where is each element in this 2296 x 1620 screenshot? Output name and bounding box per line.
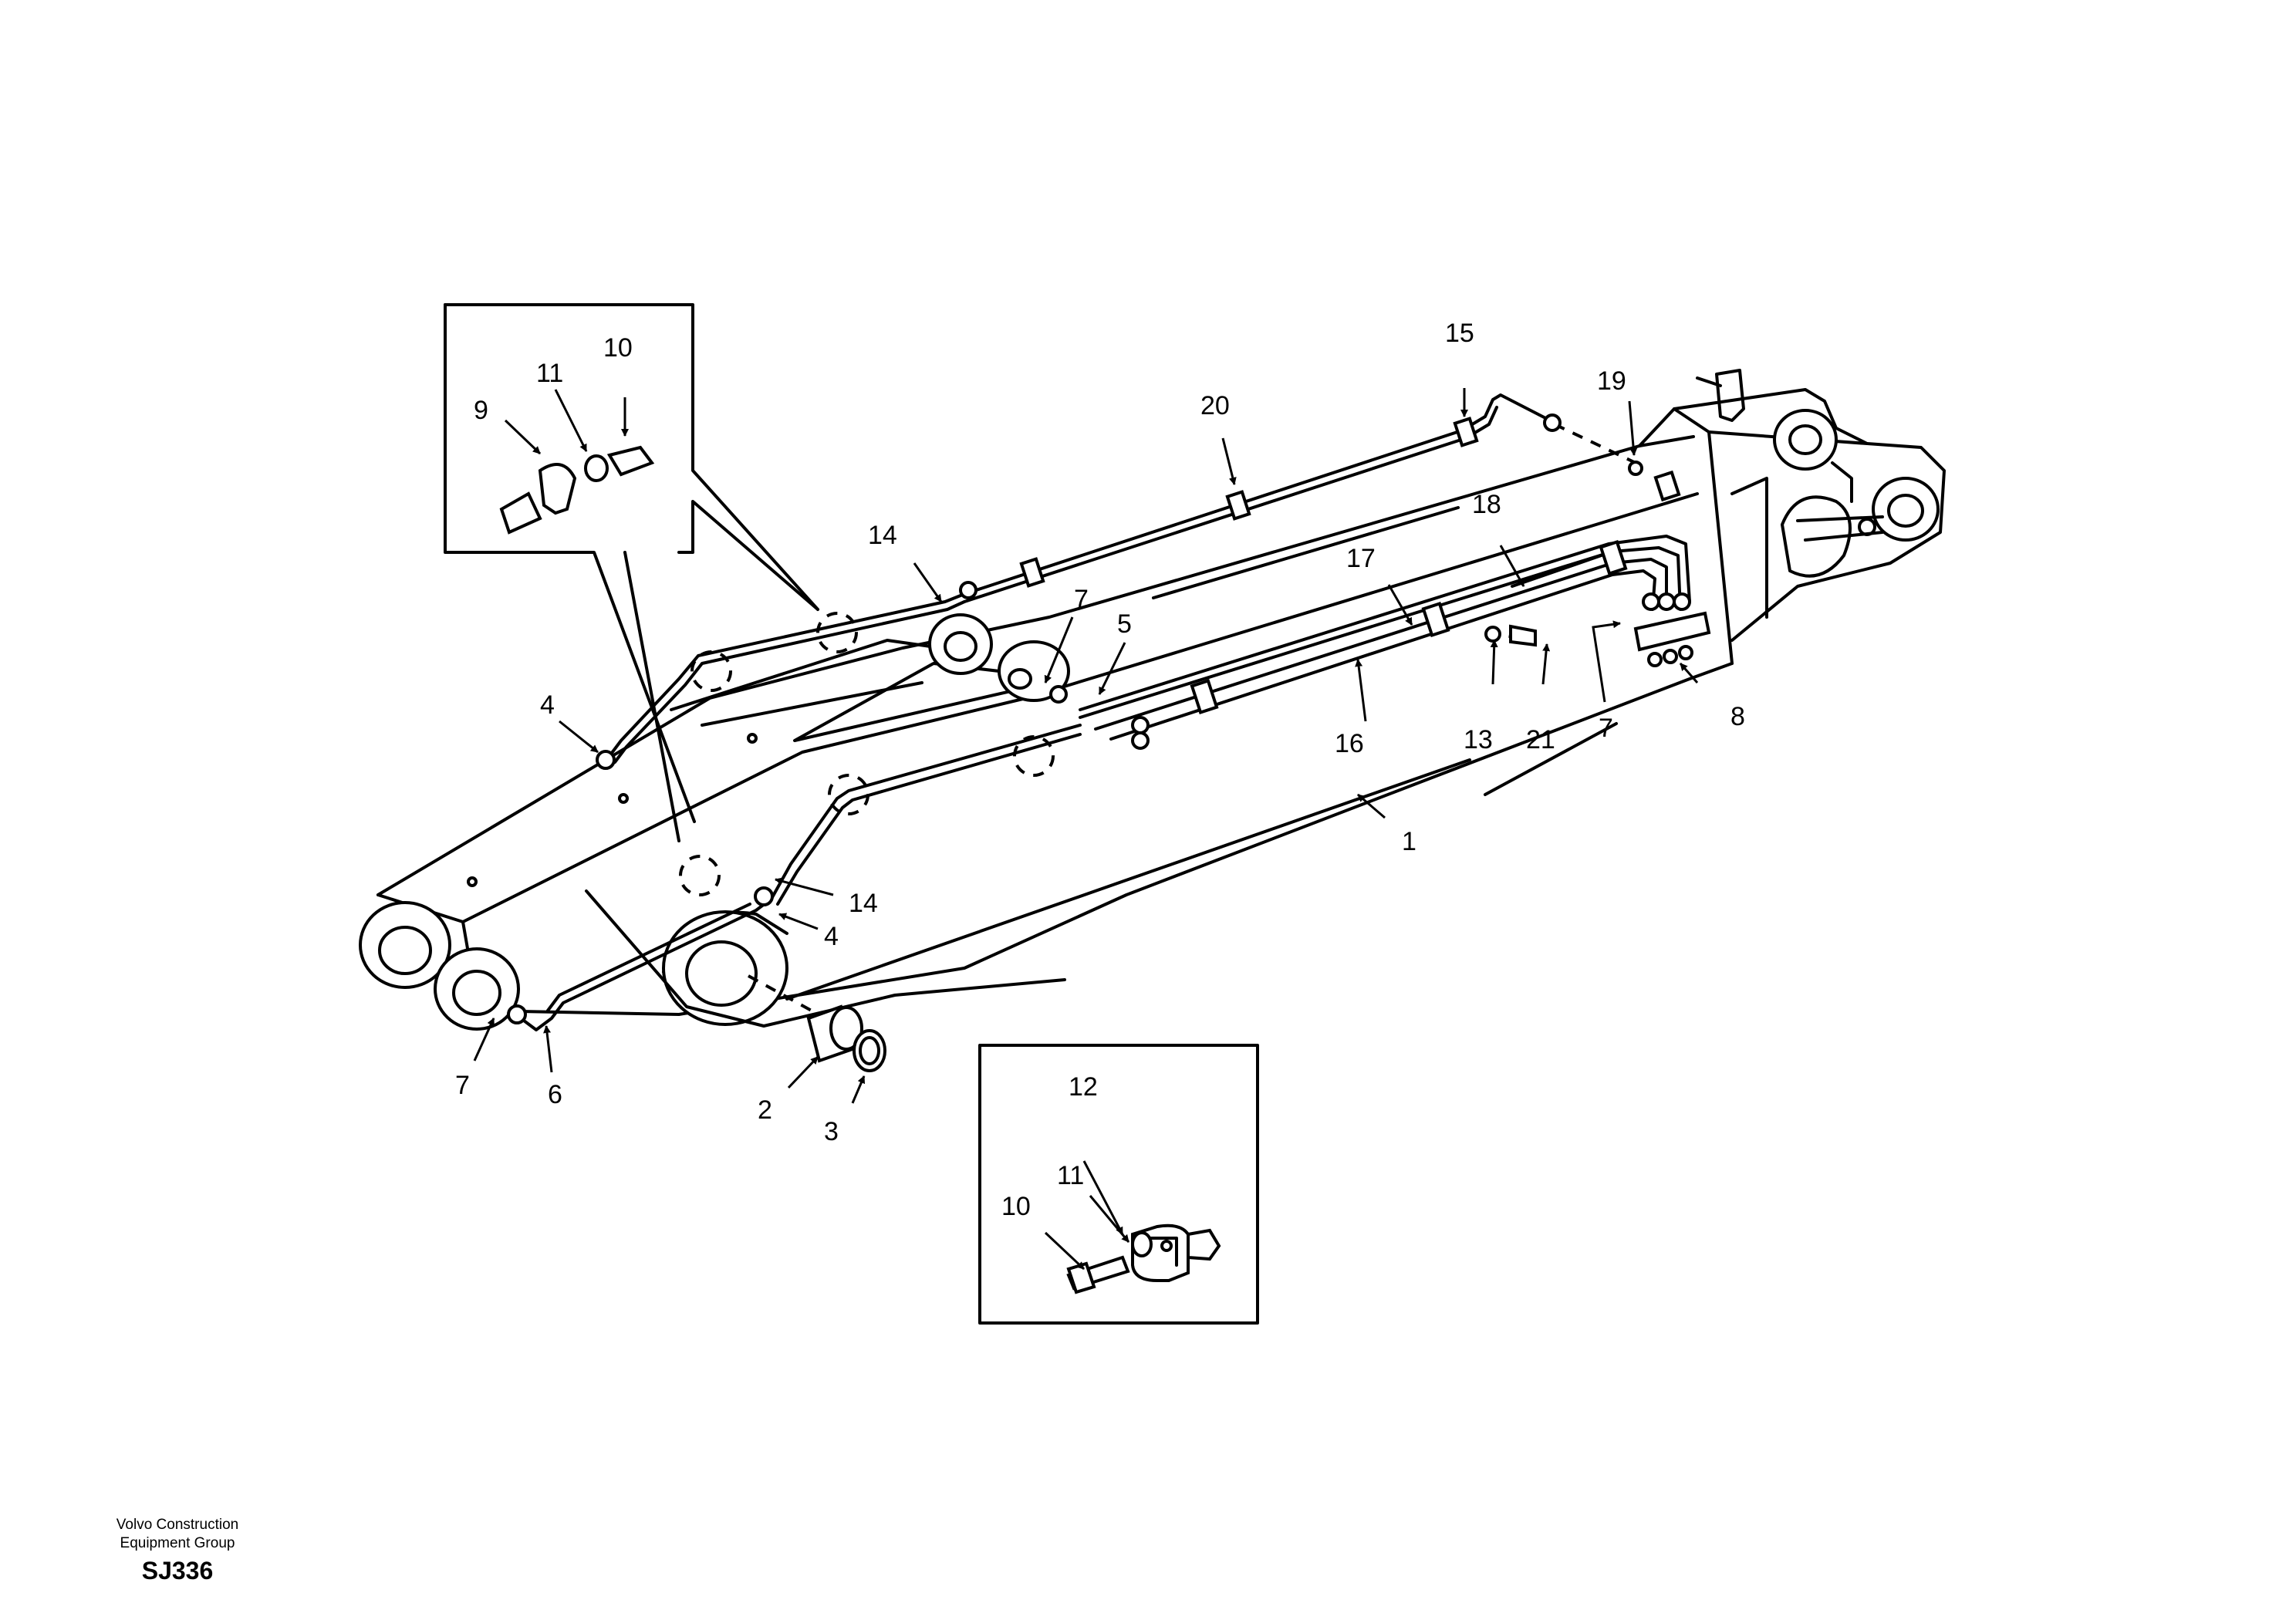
callout-11-lower: 11 xyxy=(1057,1161,1084,1190)
callout-11-upper: 11 xyxy=(536,359,563,388)
callout-8: 8 xyxy=(1730,702,1745,731)
callout-5: 5 xyxy=(1117,609,1132,639)
callout-10-lower: 10 xyxy=(1001,1192,1031,1221)
callout-14-upper: 14 xyxy=(868,521,897,550)
callout-1: 1 xyxy=(1402,827,1416,856)
publisher-line-2: Equipment Group xyxy=(120,1535,235,1551)
callout-10-upper: 10 xyxy=(603,333,633,363)
boom-tip xyxy=(1638,369,1946,665)
detail-box-lower xyxy=(978,1044,1259,1325)
callout-17: 17 xyxy=(1346,544,1376,573)
callout-6: 6 xyxy=(548,1080,562,1109)
detail-box-upper xyxy=(444,303,819,842)
callout-7-right: 7 xyxy=(1599,714,1613,743)
callout-labels: 1 2 3 4 4 5 6 7 7 7 8 9 10 10 11 11 12 1… xyxy=(455,319,1745,1221)
callout-7-top: 7 xyxy=(1074,585,1089,614)
callout-2: 2 xyxy=(758,1095,772,1125)
callout-12: 12 xyxy=(1069,1072,1098,1102)
callout-13: 13 xyxy=(1464,725,1493,754)
callout-15: 15 xyxy=(1445,319,1474,348)
publisher-line-1: Volvo Construction xyxy=(116,1517,239,1533)
callout-16: 16 xyxy=(1335,729,1364,758)
callout-7-left: 7 xyxy=(455,1071,470,1100)
callout-4-lower: 4 xyxy=(824,922,839,951)
boom-body xyxy=(359,435,1734,1031)
pipe-routing xyxy=(507,393,1711,1072)
diagram-code: SJ336 xyxy=(141,1557,214,1585)
callout-4-upper: 4 xyxy=(540,690,555,720)
callout-18: 18 xyxy=(1472,490,1501,519)
callout-19: 19 xyxy=(1597,366,1626,396)
callout-leaders xyxy=(473,388,1699,1271)
callout-14-lower: 14 xyxy=(849,889,878,918)
callout-20: 20 xyxy=(1200,391,1230,420)
callout-21: 21 xyxy=(1526,725,1555,754)
callout-3: 3 xyxy=(824,1117,839,1146)
callout-9: 9 xyxy=(474,396,488,425)
